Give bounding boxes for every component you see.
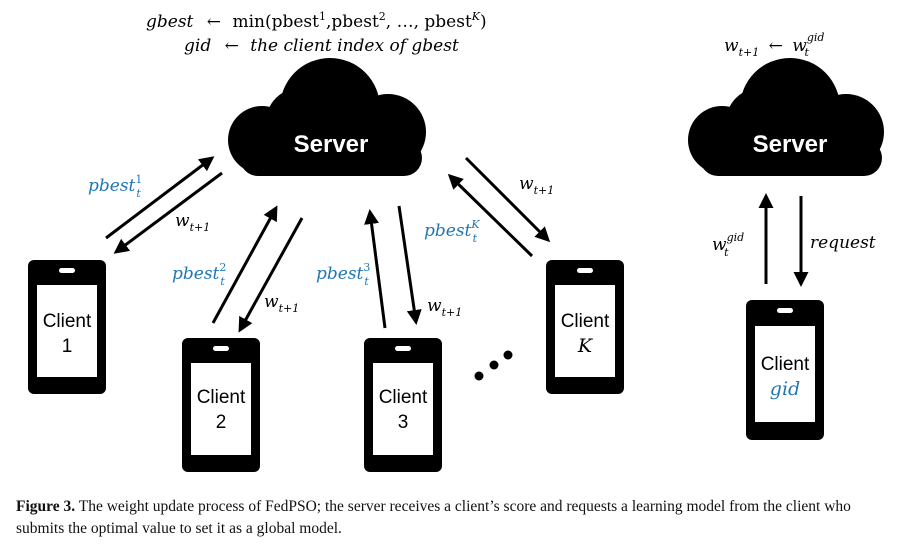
- arrow-c1-to-server: [105, 156, 215, 240]
- arrows-right: [758, 193, 809, 287]
- arrow-server-to-c1: [113, 171, 223, 254]
- label-w-c3: wt+1: [427, 296, 462, 319]
- formula-gbest-line: gbest ← min(pbest1,pbest2, …, pbestK): [146, 10, 487, 32]
- server-label-left: Server: [294, 131, 369, 158]
- client-3-name: Client: [379, 387, 428, 408]
- arrow-cK-to-server: [447, 173, 534, 258]
- client-gid-id: gid: [770, 378, 800, 400]
- client-gid-name: Client: [761, 354, 810, 375]
- client-3-id: 3: [398, 412, 409, 433]
- caption-label: Figure 3.: [16, 498, 76, 515]
- client-1-name: Client: [43, 311, 92, 332]
- ellipsis-dots: [474, 350, 513, 381]
- label-w-c2: wt+1: [264, 292, 299, 315]
- arrow-server-to-cK: [464, 156, 551, 243]
- arrow-server-to-c2: [238, 217, 304, 333]
- client-phone-gid: Client gid: [746, 300, 824, 440]
- label-w-c1: wt+1: [175, 211, 210, 234]
- arrow-server-to-c3: [397, 205, 422, 325]
- label-w-cK: wt+1: [519, 174, 554, 197]
- arrows-left: [105, 156, 551, 333]
- server-cloud-left: Server: [228, 58, 426, 176]
- arrow-c2-to-server: [211, 205, 278, 324]
- formula-gid-line: gid ← the client index of gbest: [184, 36, 459, 56]
- client-2-name: Client: [197, 387, 246, 408]
- client-2-id: 2: [216, 412, 227, 433]
- label-request: request: [810, 233, 876, 253]
- client-phone-3: Client 3: [364, 338, 442, 472]
- server-label-right: Server: [753, 131, 828, 158]
- arrow-c3-to-server: [364, 209, 387, 329]
- figure-caption: Figure 3. The weight update process of F…: [16, 496, 900, 540]
- client-1-id: 1: [62, 336, 73, 357]
- client-phone-2: Client 2: [182, 338, 260, 472]
- client-K-name: Client: [561, 311, 610, 332]
- client-K-id: K: [577, 335, 594, 357]
- client-phone-1: Client 1: [28, 260, 106, 394]
- server-cloud-right: Server: [688, 58, 884, 176]
- caption-text: The weight update process of FedPSO; the…: [16, 498, 851, 537]
- client-phone-K: Client K: [546, 260, 624, 394]
